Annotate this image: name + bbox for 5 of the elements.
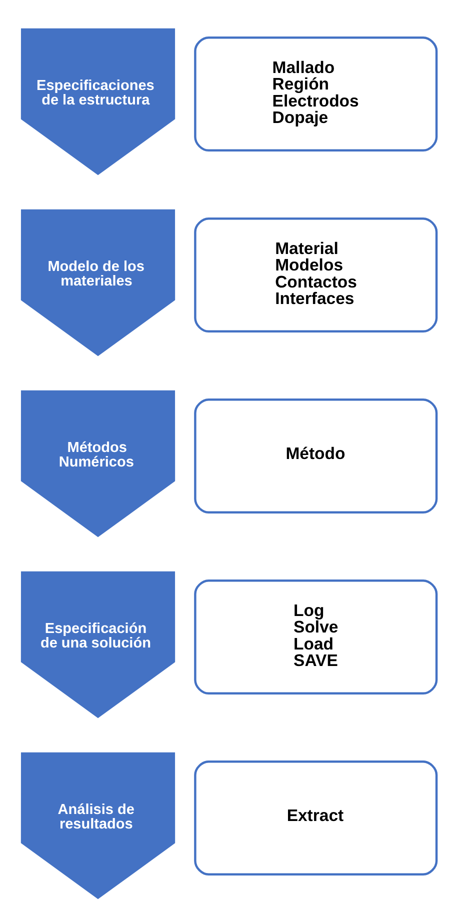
- node-box: Extract: [194, 760, 438, 876]
- node-box: Método: [194, 398, 438, 514]
- node-box: Mallado Región Electrodos Dopaje: [194, 36, 438, 152]
- node-box: Material Modelos Contactos Interfaces: [194, 216, 438, 332]
- node-box: Log Solve Load SAVE: [194, 578, 438, 694]
